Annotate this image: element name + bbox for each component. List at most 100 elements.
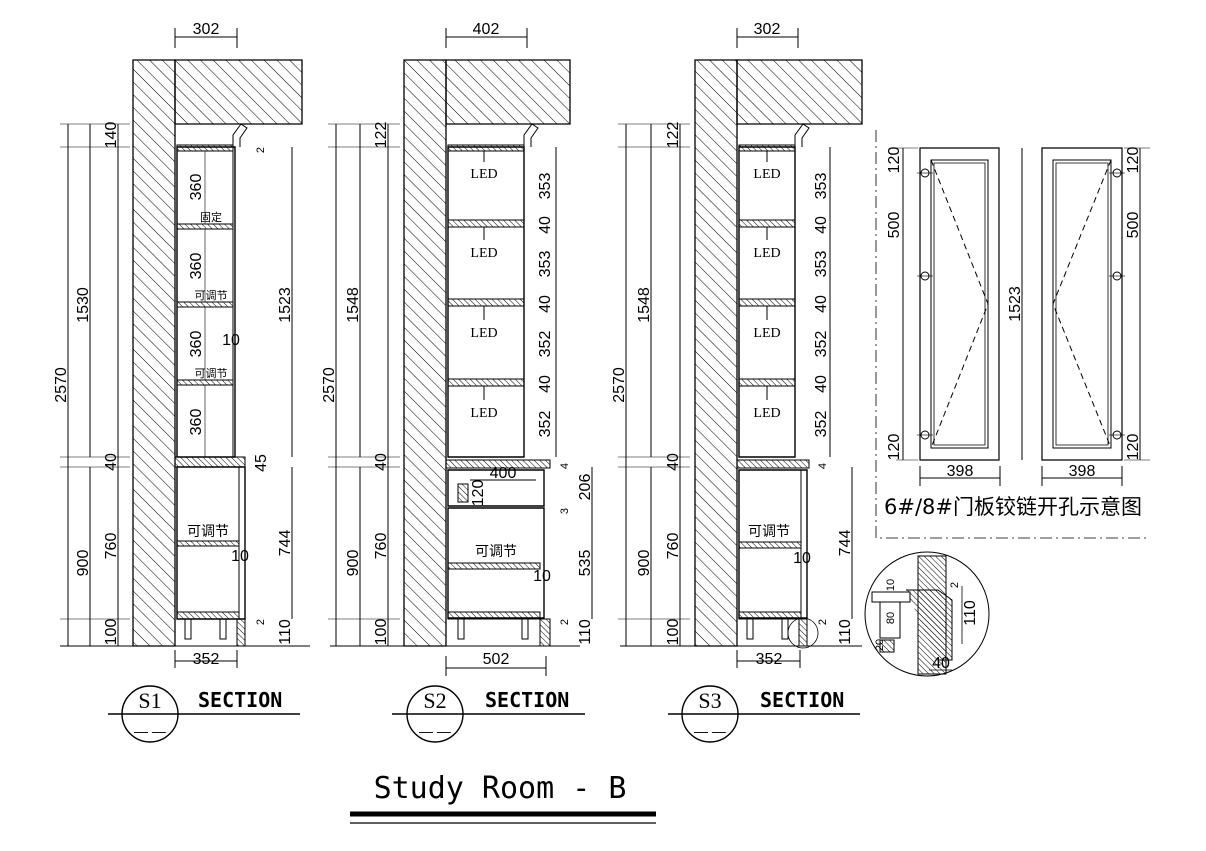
callout-dim-4: 2: [949, 582, 961, 588]
led-s2-4: LED: [470, 406, 497, 421]
dim-s2-r8: 4: [559, 463, 571, 469]
section-label-s2: SECTION: [485, 688, 569, 712]
dim-s3-r1: 353: [813, 173, 830, 200]
hinge-dim-right-mid: 500: [1125, 212, 1142, 239]
note-s1-fixed: 固定: [200, 210, 222, 224]
bottom-width-s2: 502: [483, 651, 510, 668]
section-sub-s3: — —: [694, 723, 726, 739]
dim-s3-total: 2570: [611, 367, 628, 403]
dim-s3-upper: 1548: [636, 287, 653, 323]
dim-s3-top: 122: [665, 122, 682, 149]
section-s2: LED LED LED LED 400 120 可调节 10 402 502: [321, 21, 594, 742]
callout-dim-1: 10: [885, 579, 897, 591]
dim-s2-r10: 3: [559, 508, 571, 514]
dim-s3-r5: 352: [813, 331, 830, 358]
callout-detail: 10 80 20 2 110 40: [865, 552, 989, 676]
dim-s3-r9: 744: [837, 530, 854, 557]
dim-s1-total: 2570: [53, 367, 70, 403]
section-label-s3: SECTION: [760, 688, 844, 712]
led-s3-1: LED: [753, 167, 780, 182]
section-id-s3: S3: [698, 688, 721, 713]
hinge-dim-right-top: 120: [1125, 147, 1142, 174]
hinge-dim-left-mid: 500: [886, 212, 903, 239]
dim-s3-carcass: 760: [665, 533, 682, 560]
dim-s3-plinth: 100: [665, 619, 682, 646]
dim-s1-right-upper: 1523: [277, 287, 294, 323]
led-s2-1: LED: [470, 167, 497, 182]
led-s3-4: LED: [753, 406, 780, 421]
door-height: 1523: [1007, 286, 1024, 322]
dim-s1-gap-bottom: 2: [255, 619, 267, 625]
section-s1: 302 352 2570 1530 900 140 40 760 100 152…: [53, 21, 310, 742]
dim-s1-base: 900: [75, 550, 92, 577]
note-s1-adj-2: 可调节: [195, 367, 228, 380]
page-title: Study Room - B: [374, 771, 627, 806]
dim-s2-base: 900: [345, 550, 362, 577]
dim-s1-gap-top: 2: [255, 147, 267, 153]
dim-s2-r3: 353: [537, 251, 554, 278]
dim-s2-r13: 110: [577, 619, 594, 645]
section-sub-s2: — —: [419, 723, 451, 739]
dim-s3-r11: 110: [837, 619, 854, 645]
door-detail-caption: 6#/8#门板铰链开孔示意图: [884, 495, 1142, 519]
section-id-s2: S2: [423, 688, 446, 713]
dim-s3-base: 900: [636, 550, 653, 577]
note-s1-adj-3: 可调节: [187, 523, 229, 539]
dim-s1-counter: 40: [103, 453, 120, 471]
dim-s2-r4: 40: [537, 295, 554, 313]
bottom-width-s1: 352: [193, 651, 220, 668]
dim-s3-r3: 353: [813, 251, 830, 278]
hinge-dim-left-bottom: 120: [886, 434, 903, 461]
cell-s1-1: 360: [188, 174, 205, 201]
note-s3-adj: 可调节: [748, 523, 790, 539]
led-s2-2: LED: [470, 246, 497, 261]
callout-dim-3: 20: [874, 639, 886, 651]
dim-s1-right-base: 744: [277, 530, 294, 557]
top-width-s3: 302: [754, 21, 781, 38]
dim-s2-r9: 206: [577, 474, 594, 501]
dim-s2-r1: 353: [537, 173, 554, 200]
hinge-dim-right-bottom: 120: [1125, 434, 1142, 461]
dim-s1-plinth: 100: [103, 619, 120, 646]
note-s1-adj-1: 可调节: [195, 289, 228, 302]
dim-s2-upper: 1548: [345, 287, 362, 323]
dim-s3-counter: 40: [665, 453, 682, 471]
dim-s2-counter: 40: [373, 453, 390, 471]
dim-s2-r6: 40: [537, 375, 554, 393]
top-width-s2: 402: [473, 21, 500, 38]
dim-s2-r7: 352: [537, 411, 554, 438]
dim-s1-plinth-right: 110: [277, 619, 294, 645]
door-mark-s1-upper: 10: [222, 332, 240, 349]
section-label-s1: SECTION: [198, 688, 282, 712]
dim-s3-r7: 352: [813, 411, 830, 438]
section-sub-s1: — —: [134, 723, 166, 739]
dim-s2-total: 2570: [321, 367, 338, 403]
dim-s3-r2: 40: [813, 216, 830, 234]
drawer-width-s2: 400: [490, 465, 517, 482]
dim-s3-r4: 40: [813, 295, 830, 313]
note-s2-adj: 可调节: [475, 543, 517, 559]
dim-s2-plinth: 100: [373, 619, 390, 646]
dim-s3-r10: 2: [817, 619, 829, 625]
callout-dim-5: 110: [962, 600, 979, 626]
door-width-left: 398: [947, 463, 974, 480]
dim-s2-r11: 535: [577, 550, 594, 577]
ceiling-s1: [175, 60, 302, 124]
door-mark-s3-lower: 10: [793, 550, 811, 567]
top-width-s1: 302: [193, 21, 220, 38]
hinge-dim-left-top: 120: [886, 147, 903, 174]
dim-s1-counter-depth: 45: [253, 454, 270, 472]
dim-s1-carcass: 760: [103, 533, 120, 560]
dim-s1-top: 140: [103, 122, 120, 149]
dim-s2-carcass: 760: [373, 533, 390, 560]
door-width-right: 398: [1069, 463, 1096, 480]
led-s3-3: LED: [753, 326, 780, 341]
cell-s1-2: 360: [188, 253, 205, 280]
callout-dim-6: 40: [932, 655, 950, 672]
dim-s3-r6: 40: [813, 375, 830, 393]
drawer-height-s2: 120: [470, 480, 487, 507]
dim-s2-r2: 40: [537, 216, 554, 234]
dim-s2-r12: 2: [559, 619, 571, 625]
wall-s1: [133, 60, 175, 646]
